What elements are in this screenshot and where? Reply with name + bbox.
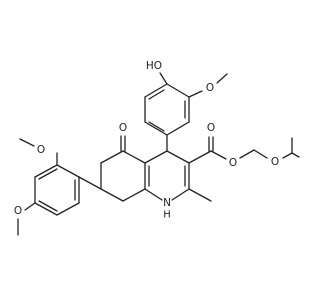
- methoxy-top-methyl: [216, 73, 228, 84]
- hydroxyl-label: HO: [146, 60, 162, 72]
- upper-aryl-ring: [144, 83, 190, 136]
- chemical-structure-diagram: HO O N H O O O O: [14, 60, 300, 236]
- isopropoxyethyl-chain: [239, 137, 300, 159]
- ether-oxygen: O: [271, 156, 279, 168]
- ester-carbonyl-oxygen: O: [207, 122, 215, 134]
- ring-nitrogen: N: [163, 197, 171, 209]
- ring-nitrogen-hydrogen: H: [163, 210, 171, 221]
- methoxy-left-lower-bond: [24, 202, 36, 211]
- methoxy-left-upper-oxygen: O: [37, 144, 45, 156]
- dihydropyridine-ring: [144, 150, 190, 201]
- ester-oxygen: O: [229, 157, 237, 169]
- c7-aryl-bond: [78, 176, 102, 190]
- c2-methyl: [188, 188, 212, 202]
- ester-carbon-bond: [188, 150, 212, 164]
- methoxy-left-lower-oxygen: O: [14, 205, 22, 217]
- methoxy-top-oxygen: O: [206, 82, 214, 94]
- ketone-oxygen: O: [119, 122, 127, 134]
- ester-single-bond: [210, 150, 227, 160]
- methoxy-left-upper-methyl: [19, 138, 35, 147]
- hydroxyl-bond: [159, 72, 168, 85]
- cyclohexanone-ring: [100, 150, 146, 202]
- lower-aryl-ring: [34, 164, 80, 216]
- methoxy-top-bond: [188, 90, 203, 98]
